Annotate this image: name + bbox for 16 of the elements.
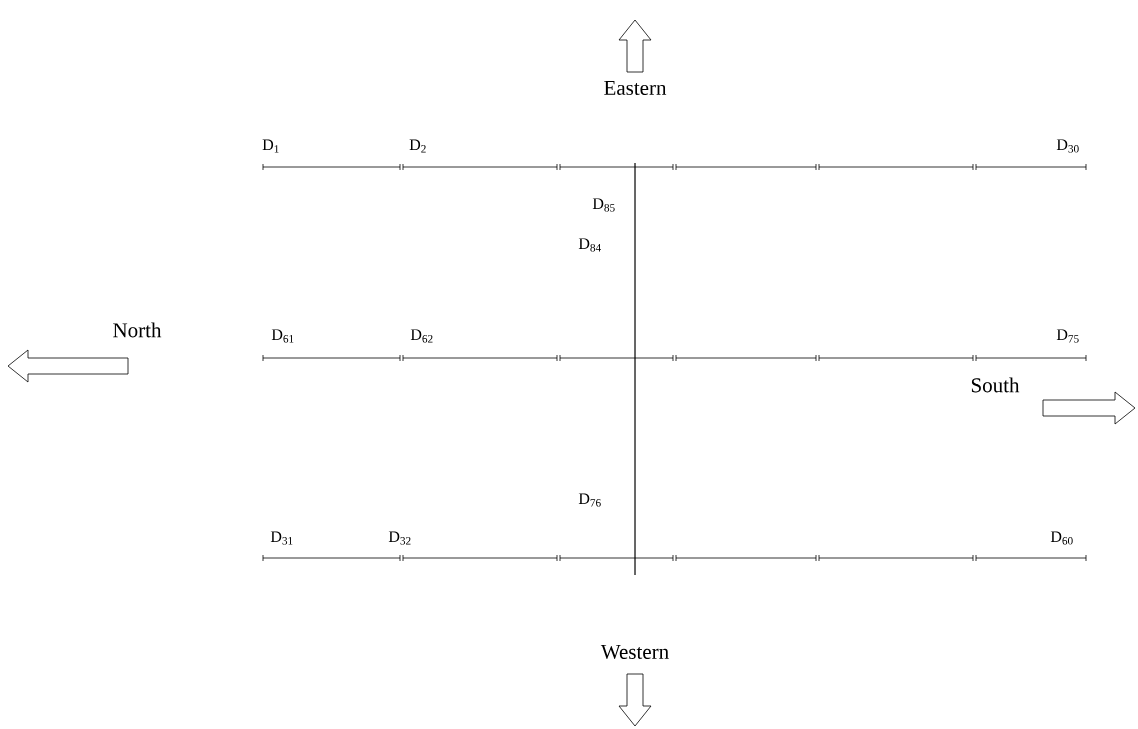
point-label: D$_{1}$ — [262, 139, 279, 153]
direction-label: Western — [600, 644, 669, 660]
point-label: D$_{76}$ — [578, 493, 601, 507]
point-label: D$_{2}$ — [409, 139, 426, 153]
direction-label: North — [113, 322, 162, 338]
point-label: D$_{84}$ — [578, 238, 601, 252]
direction-label: Eastern — [604, 81, 667, 95]
point-label: D$_{75}$ — [1056, 329, 1079, 343]
point-label: D$_{61}$ — [271, 329, 294, 343]
direction-label: South — [971, 377, 1020, 393]
point-label: D$_{62}$ — [410, 329, 433, 343]
point-label: D$_{60}$ — [1050, 531, 1073, 545]
point-label: D$_{31}$ — [270, 531, 293, 545]
point-label: D$_{85}$ — [592, 198, 615, 212]
point-label: D$_{32}$ — [388, 531, 411, 545]
point-label: D$_{30}$ — [1056, 139, 1079, 153]
